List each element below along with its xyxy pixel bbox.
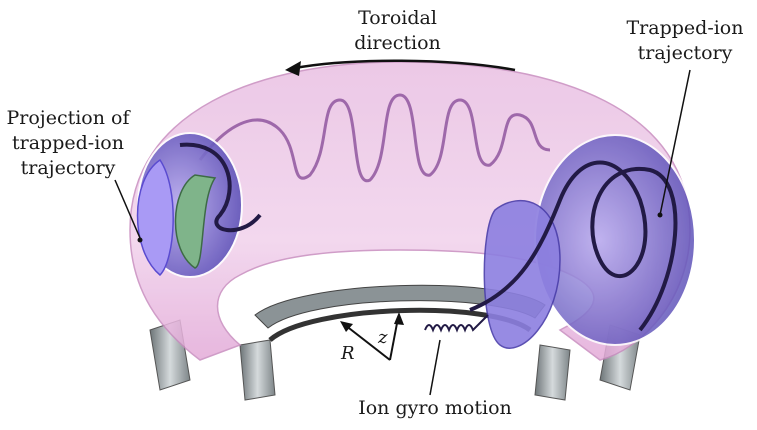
projection-label: Projection of trapped-ion trajectory <box>2 106 134 181</box>
trapped-leader-line <box>659 69 691 216</box>
projection-label-line1: Projection of <box>6 107 130 129</box>
trapped-label-line1: Trapped-ion <box>626 17 744 39</box>
projection-label-line2: trapped-ion <box>12 132 124 154</box>
projection-leader-line <box>114 179 141 239</box>
green-section <box>174 174 217 269</box>
projection-shape <box>136 158 174 277</box>
right-trajectory <box>469 160 678 332</box>
gyro-label: Ion gyro motion <box>358 397 512 419</box>
axis-z-label: z <box>378 327 388 348</box>
trapped-label-line2: trajectory <box>637 42 733 64</box>
trapped-ion-label: Trapped-ion trajectory <box>620 16 750 66</box>
axis-r-label: R <box>341 343 355 364</box>
trapped-ion-trajectory <box>198 93 551 183</box>
coordinate-axes <box>340 312 404 361</box>
toroidal-label-line2: direction <box>354 32 441 54</box>
toroidal-label-line1: Toroidal <box>358 7 437 29</box>
toroidal-label: Toroidal direction <box>350 6 445 56</box>
toroidal-direction-arrow <box>294 59 516 72</box>
gyro-leader-line <box>429 339 441 396</box>
projection-label-line3: trajectory <box>20 157 116 179</box>
gyro-spiral <box>424 314 489 333</box>
